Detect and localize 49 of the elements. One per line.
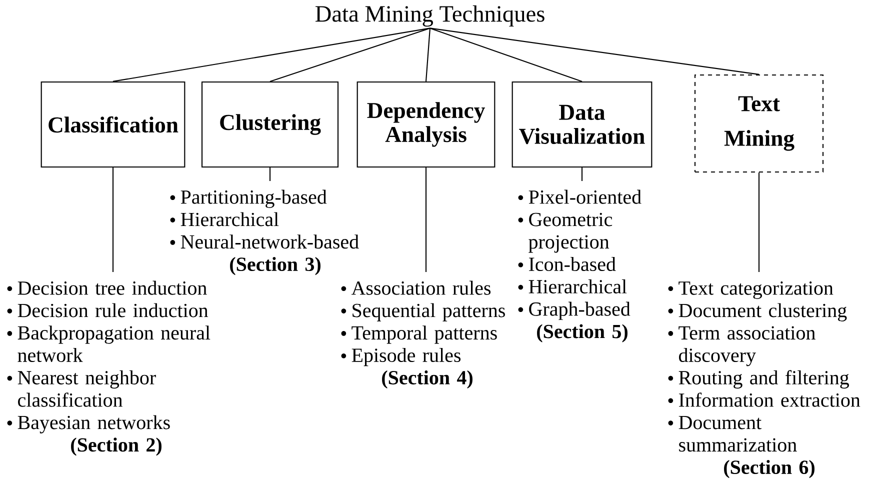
node-label: Term association discovery — [678, 326, 816, 366]
node-label: Document summarization — [678, 416, 797, 452]
node-label: Decision rule induction — [18, 303, 208, 318]
connector-line — [581, 168, 583, 181]
node-label: Document clustering — [678, 303, 847, 322]
node-label: Hierarchical — [528, 279, 627, 294]
node-label: (Section 4) — [382, 370, 472, 389]
node-label: Information extraction — [679, 392, 860, 407]
node-label: Association rules — [351, 280, 491, 295]
category-box: Data Visualization — [512, 81, 652, 168]
category-box: Dependency Analysis — [356, 81, 496, 168]
connector-line — [430, 28, 582, 82]
node-label: Temporal patterns — [352, 326, 497, 344]
bullet-list: Partitioning-based Hierarchical Neural-network-based (Section 3) — [170, 190, 359, 276]
node-label: (Section 2) — [71, 438, 162, 456]
node-label: Routing and filtering — [678, 370, 849, 389]
category-box: Text Mining — [694, 74, 824, 173]
category-box: Classification — [40, 81, 186, 168]
connector-line — [758, 172, 760, 272]
connector-line — [425, 28, 431, 82]
connector-line — [269, 168, 271, 181]
bullet-list: Association rules Sequential patterns Temporal patterns Episode rules (Section 4) — [341, 280, 505, 389]
node-label: Geometric projection — [528, 212, 612, 253]
node-label: Bayesian networks — [18, 415, 170, 434]
title: Data Mining Techniques — [316, 5, 544, 27]
node-label: Graph-based — [529, 302, 630, 320]
connector-line — [430, 28, 760, 75]
node-label: (Section 6) — [724, 460, 814, 478]
node-label: (Section 5) — [537, 324, 628, 342]
node-label: (Section 3) — [230, 256, 320, 276]
category-box: Clustering — [201, 81, 339, 168]
node-label: Hierarchical — [180, 212, 279, 226]
connector-line — [112, 168, 114, 272]
node-label: Neural-network-based — [180, 234, 359, 249]
bullet-list: Pixel-oriented Geometric projection Icon-based Hierarchical Graph-based (Section 5) — [518, 190, 642, 342]
node-label: Nearest neighbor classification — [18, 370, 156, 407]
node-label: Partitioning-based — [180, 190, 327, 208]
node-label: Text categorization — [678, 281, 834, 299]
node-label: Episode rules — [352, 348, 461, 366]
connector-line — [425, 168, 427, 272]
node-label: Sequential patterns — [352, 303, 505, 322]
bullet-list: Text categorization Document clustering Term association discovery Routing and filtering Information extraction Document summarization (Section 6) — [668, 281, 860, 478]
node-label: Icon-based — [529, 256, 616, 272]
node-label: Pixel-oriented — [528, 190, 642, 204]
node-label: Decision tree induction — [18, 280, 207, 295]
connector-line — [112, 28, 430, 82]
node-label: Backpropagation neural network — [18, 326, 210, 362]
connector-line — [270, 28, 430, 82]
bullet-list: Decision tree induction Decision rule induction Backpropagation neural network Nearest neighbor classification Bayesian networks (Section 2) — [7, 280, 210, 456]
